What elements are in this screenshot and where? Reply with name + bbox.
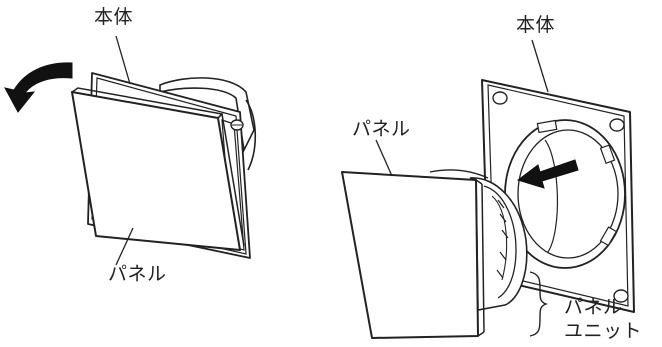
right-panel — [341, 171, 485, 339]
rotate-arrow-icon — [4, 62, 73, 113]
panel-unit-label-line1: パネル — [564, 296, 623, 318]
left-figure — [4, 35, 257, 266]
left-panel — [71, 87, 245, 251]
left-duct — [159, 77, 257, 171]
right-figure — [341, 39, 635, 339]
left-body-leader — [115, 35, 131, 85]
left-panel-label: パネル — [108, 263, 167, 285]
panel-unit-cylinder — [429, 169, 528, 311]
left-panel-leader — [115, 227, 134, 266]
right-panel-leader — [375, 139, 393, 177]
panel-unit-brace — [529, 271, 549, 337]
left-body-label: 本体 — [94, 6, 134, 28]
right-body-leader — [531, 39, 549, 93]
right-body-label: 本体 — [516, 14, 556, 36]
panel-unit-label-line2: ユニット — [564, 320, 643, 342]
pull-arrow-icon — [516, 159, 579, 189]
right-panel-label: パネル — [352, 118, 411, 140]
